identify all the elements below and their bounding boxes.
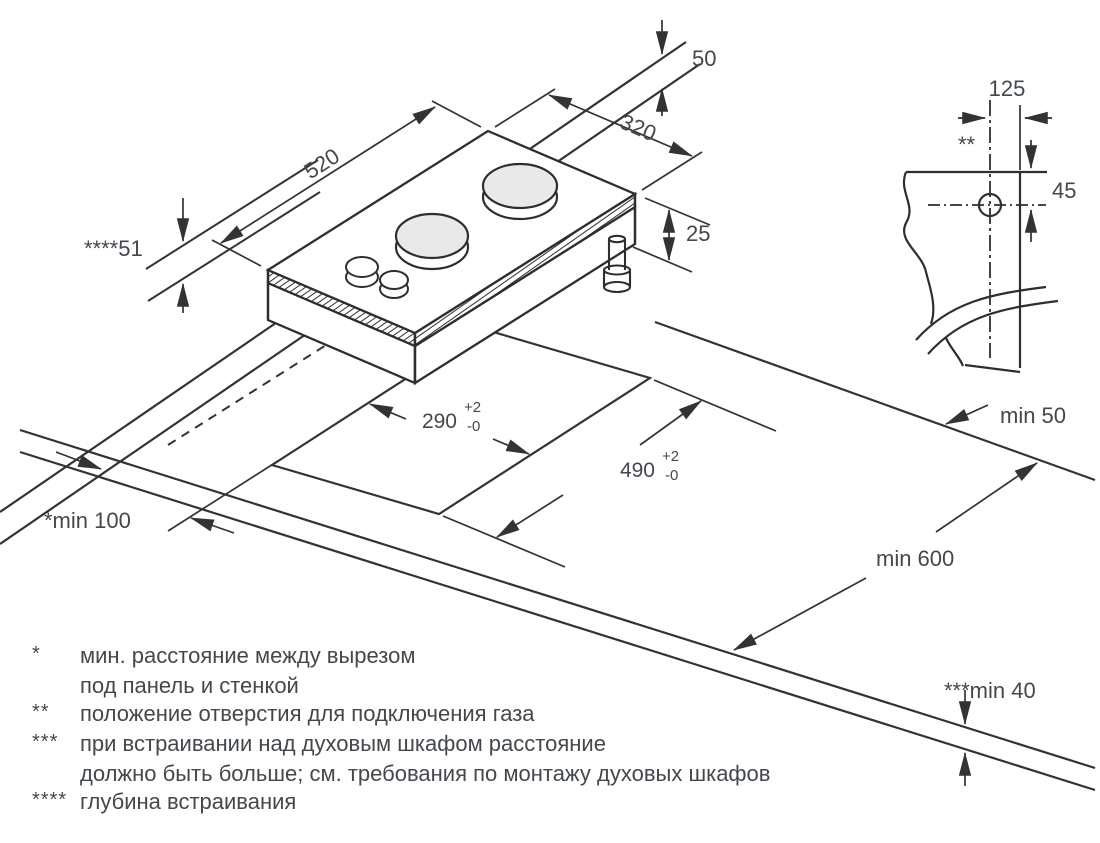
worktop-front-edge-bottom	[19, 450, 1096, 792]
label-320: 320	[616, 109, 660, 146]
gas-hole-detail	[902, 100, 1059, 374]
detail-wavy-left-edge	[902, 171, 935, 325]
footnote-4-marker: ****	[32, 789, 67, 811]
dim490-line-right	[639, 400, 702, 446]
gas-pipe-cup-top	[602, 264, 632, 276]
gas-pipe-top	[607, 234, 627, 244]
label-490: 490	[620, 459, 655, 482]
label-290-tol-plus: +2	[464, 399, 481, 416]
dimension-labels: 520 320 50 25 ****51 290 +2 -0 490 +2 -0…	[44, 46, 1076, 703]
hob-dimensions	[145, 20, 711, 313]
footnotes: * мин. расстояние между вырезом под пане…	[32, 643, 770, 814]
dim520-line	[220, 106, 436, 244]
detail-break-arc-2	[927, 299, 1059, 355]
label-min40: ***min 40	[944, 678, 1036, 703]
dim490-line-left	[496, 494, 564, 538]
worktop-rear-right-edge	[654, 320, 1096, 482]
label-520: 520	[300, 143, 344, 184]
label-embed-depth-51: ****51	[84, 236, 143, 261]
dim25-ext-2	[632, 246, 693, 273]
label-125: 125	[989, 76, 1026, 101]
label-290: 290	[422, 410, 457, 433]
dim51-ref-top	[145, 159, 319, 270]
footnote-1-line-1: мин. расстояние между вырезом	[80, 643, 416, 668]
dim290-arrow-left	[368, 403, 407, 420]
min100-arrow-1	[55, 451, 103, 470]
label-min50: min 50	[1000, 403, 1066, 428]
min50-leader	[945, 404, 989, 425]
label-45: 45	[1052, 178, 1076, 203]
cutout-dimensions	[368, 379, 777, 568]
cutout-outline	[269, 327, 653, 516]
footnote-3-line-2: должно быть больше; см. требования по мо…	[80, 761, 770, 786]
label-490-tol-minus: -0	[665, 467, 678, 484]
burner-rear	[481, 162, 559, 210]
gas-pipe-body	[607, 239, 627, 270]
knob-2	[379, 270, 409, 290]
label-490-tol-plus: +2	[662, 448, 679, 465]
dim490-ext-1	[442, 515, 566, 568]
worktop-front-edge-top	[19, 428, 1096, 770]
min600-leader-up	[935, 462, 1038, 533]
gas-pipe	[602, 234, 632, 294]
dim51-ref-bottom	[147, 191, 321, 302]
dim490-ext-2	[653, 379, 777, 432]
footnote-1-line-2: под панель и стенкой	[80, 673, 299, 698]
label-25: 25	[686, 221, 710, 246]
dim290-arrow-right	[492, 438, 531, 455]
dim320-line	[547, 94, 694, 157]
footnote-3-line-1: при встраивании над духовым шкафом расст…	[80, 731, 606, 756]
label-min100: *min 100	[44, 508, 131, 533]
footnote-2-marker: **	[32, 701, 50, 723]
dim320-ext-2	[641, 151, 703, 191]
detail-break-arc-1	[915, 285, 1047, 341]
label-gas-marker: **	[958, 132, 976, 157]
dim320-ext-1	[494, 88, 556, 128]
gas-pipe-cup	[602, 270, 632, 287]
label-min600: min 600	[876, 546, 954, 571]
dim25-ext-1	[644, 197, 711, 226]
cutout-extension-line	[167, 460, 279, 532]
control-knobs	[345, 256, 409, 299]
clearance-dimensions	[55, 404, 1038, 786]
min100-arrow-2	[189, 517, 235, 534]
footnote-4-line-1: глубина встраивания	[80, 789, 296, 814]
detail-wavy-left-edge-lower	[944, 337, 965, 367]
label-50: 50	[692, 46, 716, 71]
footnote-3-marker: ***	[32, 731, 58, 753]
dim520-ext-1	[211, 239, 262, 267]
min600-leader-down	[733, 577, 867, 651]
knob-1	[345, 256, 379, 278]
detail-bottom-edge	[964, 363, 1021, 374]
gas-pipe-cup-bottom	[602, 280, 632, 294]
label-290-tol-minus: -0	[467, 418, 480, 435]
footnote-2-line-1: положение отверстия для подключения газа	[80, 701, 535, 726]
footnote-1-marker: *	[32, 643, 41, 665]
dim520-ext-2	[431, 100, 482, 128]
burner-front	[394, 212, 470, 260]
